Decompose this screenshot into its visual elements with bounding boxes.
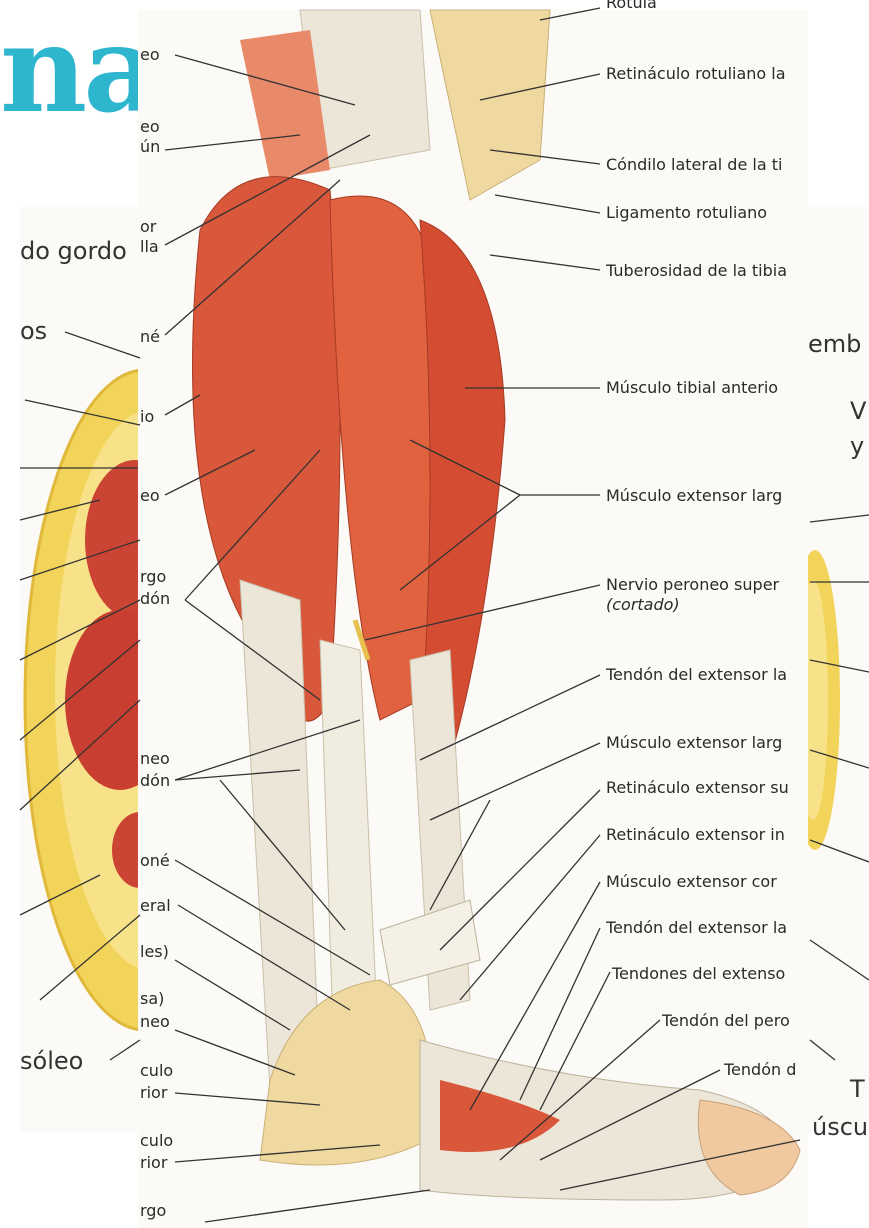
main-left-label-9: rgo [140,568,166,586]
label-retinaculo-inferior: Retináculo extensor in [606,826,785,844]
label-rotula: Rotula [606,0,657,12]
main-left-label-8: eo [140,487,160,505]
main-left-label-20: culo [140,1132,173,1150]
main-left-label-2: eo [140,118,160,136]
label-tuberosidad-tibia: Tuberosidad de la tibia [606,262,787,280]
main-left-label-3: ún [140,138,160,156]
main-left-label-1: eo [140,46,160,64]
right-label-column: Rotula Retináculo rotuliano la Cóndilo l… [606,0,808,1228]
main-left-label-11: neo [140,750,170,768]
main-left-label-5: lla [140,238,159,256]
label-nervio-peroneo: Nervio peroneo super [606,576,779,594]
label-tendon-d: Tendón d [724,1061,796,1079]
main-left-label-4: or [140,218,156,236]
main-left-label-12: dón [140,772,170,790]
main-left-label-19: rior [140,1084,167,1102]
label-cortado: (cortado) [606,596,680,614]
main-left-label-13: oné [140,852,170,870]
label-extensor-corto: Músculo extensor cor [606,873,777,891]
label-extensor-largo-2: Músculo extensor larg [606,734,782,752]
main-left-label-22: rgo [140,1202,166,1220]
label-extensor-largo-1: Músculo extensor larg [606,487,782,505]
label-condilo-lateral: Cóndilo lateral de la ti [606,156,782,174]
label-retinaculo-superior: Retináculo extensor su [606,779,789,797]
main-left-label-7: io [140,408,154,426]
main-left-label-6: né [140,328,160,346]
main-left-label-17: neo [140,1013,170,1031]
label-tendon-peroneo: Tendón del pero [662,1012,790,1030]
label-tibial-anterior: Músculo tibial anterio [606,379,778,397]
label-retinaculo-rotuliano: Retináculo rotuliano la [606,65,786,83]
main-left-label-21: rior [140,1154,167,1172]
label-tendon-extensor-2: Tendón del extensor la [606,919,787,937]
main-left-label-16: sa) [140,990,164,1008]
main-left-label-15: les) [140,943,169,961]
label-tendon-extensor-1: Tendón del extensor la [606,666,787,684]
main-left-label-10: dón [140,590,170,608]
label-ligamento-rotuliano: Ligamento rotuliano [606,204,767,222]
main-left-label-14: eral [140,897,171,915]
label-tendones-extensor: Tendones del extenso [612,965,785,983]
main-left-label-18: culo [140,1062,173,1080]
